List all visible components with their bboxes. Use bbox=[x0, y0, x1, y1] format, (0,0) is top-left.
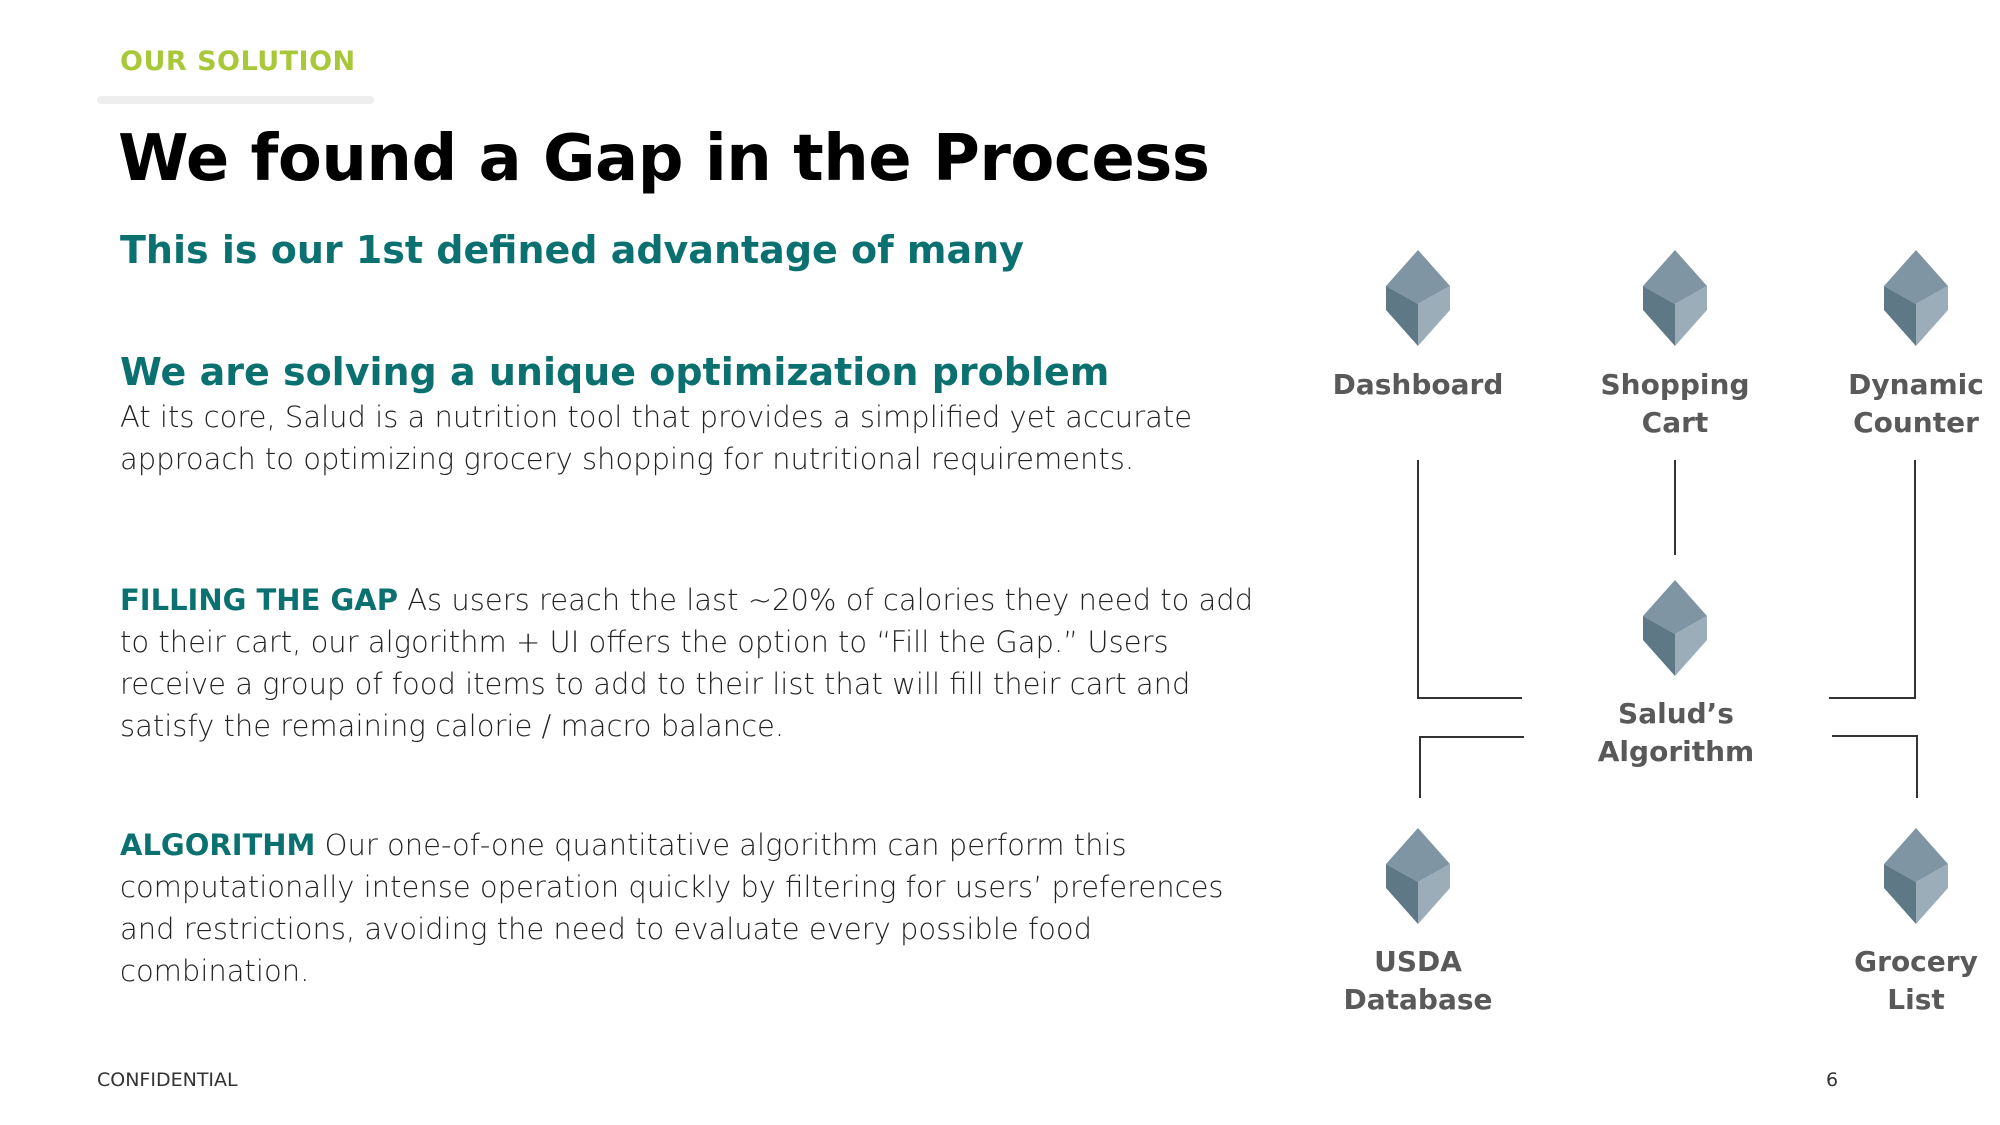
intro-heading: We are solving a unique optimization pro… bbox=[120, 350, 1110, 394]
node-label-line: Counter bbox=[1853, 406, 1979, 439]
confidential-label: CONFIDENTIAL bbox=[97, 1069, 238, 1091]
shopping-cart-gem-icon bbox=[1643, 250, 1707, 346]
filling-gap-paragraph: FILLING THE GAP As users reach the last … bbox=[120, 579, 1270, 747]
eyebrow-underline bbox=[97, 96, 374, 104]
node-label-shopping-cart: Shopping Cart bbox=[1555, 366, 1795, 442]
node-label-dashboard: Dashboard bbox=[1298, 366, 1538, 404]
node-label-dynamic-counter: Dynamic Counter bbox=[1796, 366, 2000, 442]
algorithm-paragraph: ALGORITHM Our one-of-one quantitative al… bbox=[120, 824, 1270, 992]
filling-gap-lead: FILLING THE GAP bbox=[120, 583, 398, 617]
slide-subtitle: This is our 1st defined advantage of man… bbox=[120, 228, 1024, 272]
node-label-algorithm: Salud’s Algorithm bbox=[1556, 695, 1796, 771]
grocery-list-gem-icon bbox=[1884, 828, 1948, 924]
node-label-line: Cart bbox=[1641, 406, 1709, 439]
node-label-line: List bbox=[1887, 983, 1945, 1016]
slide-title: We found a Gap in the Process bbox=[118, 122, 1210, 196]
filling-gap-block: FILLING THE GAP As users reach the last … bbox=[120, 579, 1270, 747]
usda-database-gem-icon bbox=[1386, 828, 1450, 924]
connector-dynamic-counter bbox=[1829, 460, 1916, 699]
intro-body: At its core, Salud is a nutrition tool t… bbox=[120, 400, 1193, 476]
connector-usda-database bbox=[1419, 736, 1524, 798]
node-label-line: Salud’s bbox=[1618, 697, 1734, 730]
node-label-line: Shopping bbox=[1600, 368, 1750, 401]
filling-gap-body: As users reach the last ~20% of calories… bbox=[120, 583, 1254, 743]
node-label-line: USDA bbox=[1374, 945, 1462, 978]
node-label-line: Dashboard bbox=[1332, 368, 1504, 401]
intro-block: We are solving a unique optimization pro… bbox=[120, 350, 1270, 480]
connector-dashboard bbox=[1417, 460, 1522, 699]
page-number: 6 bbox=[1826, 1069, 1839, 1091]
connector-grocery-list bbox=[1832, 735, 1918, 798]
node-label-line: Grocery bbox=[1854, 945, 1978, 978]
node-label-grocery-list: Grocery List bbox=[1796, 943, 2000, 1019]
node-label-line: Database bbox=[1343, 983, 1493, 1016]
dashboard-gem-icon bbox=[1386, 250, 1450, 346]
algorithm-gem-icon bbox=[1643, 580, 1707, 676]
algorithm-block: ALGORITHM Our one-of-one quantitative al… bbox=[120, 824, 1270, 992]
algorithm-body: Our one-of-one quantitative algorithm ca… bbox=[120, 828, 1224, 988]
node-label-usda-database: USDA Database bbox=[1298, 943, 1538, 1019]
algorithm-lead: ALGORITHM bbox=[120, 828, 316, 862]
node-label-line: Algorithm bbox=[1597, 735, 1755, 768]
section-eyebrow: OUR SOLUTION bbox=[120, 46, 356, 77]
dynamic-counter-gem-icon bbox=[1884, 250, 1948, 346]
node-label-line: Dynamic bbox=[1848, 368, 1984, 401]
